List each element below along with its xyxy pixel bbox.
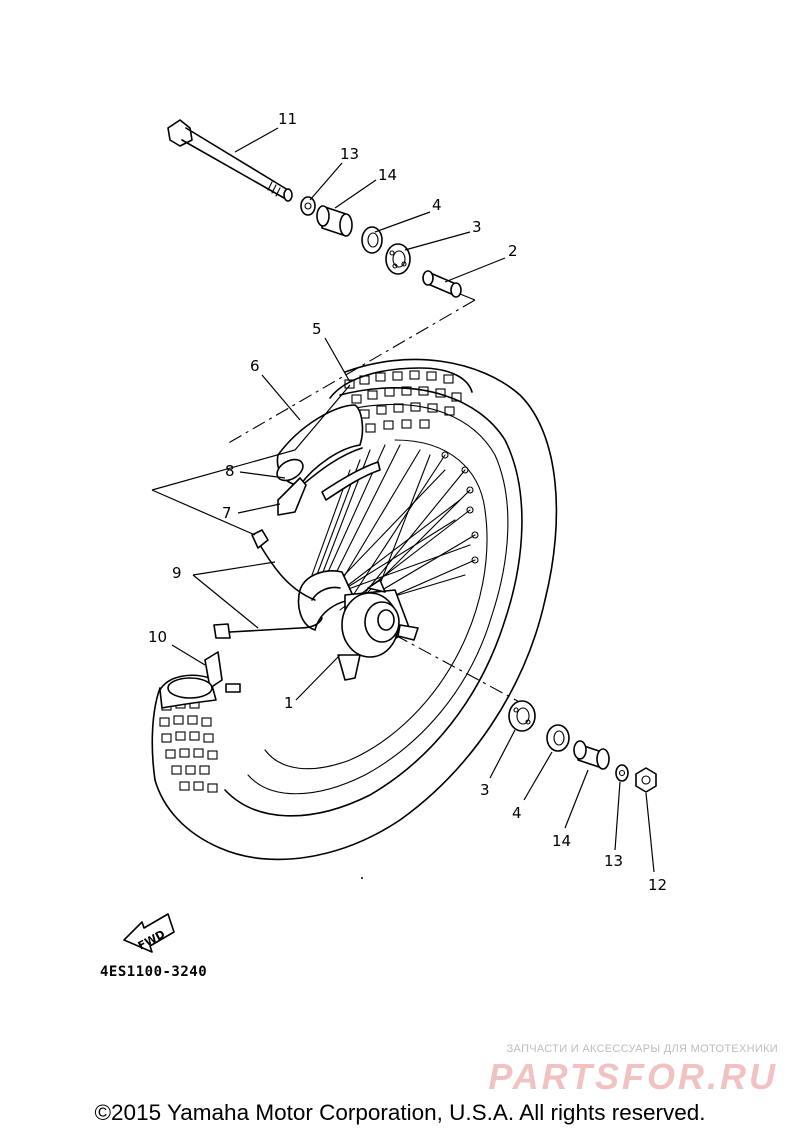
hub-axis-line xyxy=(394,634,526,706)
callout-13-top: 13 xyxy=(340,145,359,163)
tire xyxy=(151,358,558,861)
wheel-guard-10 xyxy=(159,651,241,709)
bearing-3-top xyxy=(385,243,411,275)
stray-dot xyxy=(361,877,363,879)
callout-1: 1 xyxy=(284,694,294,712)
spacer-14-bottom xyxy=(573,740,610,770)
callout-6: 6 xyxy=(250,357,260,375)
callout-5: 5 xyxy=(312,320,322,338)
diagram-reference-code: 4ES1100-3240 xyxy=(100,964,208,980)
watermark-subtitle: ЗАПЧАСТИ И АКСЕССУАРЫ ДЛЯ МОТОТЕХНИКИ xyxy=(506,1043,778,1055)
callout-labels: 11 13 14 4 3 2 5 6 8 7 9 10 1 3 4 14 13 … xyxy=(148,110,667,894)
valve-stem xyxy=(277,477,307,516)
hub xyxy=(297,570,419,681)
axle-shaft xyxy=(167,119,293,202)
callout-12: 12 xyxy=(648,876,667,894)
spacer-2 xyxy=(422,270,462,298)
callout-3-top: 3 xyxy=(472,218,482,236)
watermark-logo: PARTSFOR.RU xyxy=(488,1056,778,1097)
axle-nut-12 xyxy=(635,767,657,793)
leader-lines xyxy=(151,127,655,873)
spoke-nipples xyxy=(441,451,479,564)
callout-8: 8 xyxy=(225,462,235,480)
callout-13-bottom: 13 xyxy=(604,852,623,870)
bearing-3-bottom xyxy=(508,700,536,732)
callout-10: 10 xyxy=(148,628,167,646)
callout-7: 7 xyxy=(222,504,232,522)
callout-2: 2 xyxy=(508,242,518,260)
callout-4-bottom: 4 xyxy=(512,804,522,822)
callout-4-top: 4 xyxy=(432,196,442,214)
collar-13-bottom xyxy=(615,764,629,782)
callout-11: 11 xyxy=(278,110,297,128)
copyright-notice: ©2015 Yamaha Motor Corporation, U.S.A. A… xyxy=(94,1100,706,1125)
callout-14-top: 14 xyxy=(378,166,397,184)
fwd-direction-arrow: FWD xyxy=(123,913,175,953)
axle-axis-line xyxy=(224,299,476,446)
callout-3-bottom: 3 xyxy=(480,781,490,799)
collar-13-top xyxy=(300,196,316,216)
rim-band xyxy=(276,404,381,501)
spacer-14-top xyxy=(316,205,353,237)
callout-14-bottom: 14 xyxy=(552,832,571,850)
speedometer-cable xyxy=(213,529,323,639)
hub-lower-flange xyxy=(337,654,361,681)
callout-9: 9 xyxy=(172,564,182,582)
oil-seal-4-bottom xyxy=(546,724,570,752)
oil-seal-4-top xyxy=(361,226,383,254)
